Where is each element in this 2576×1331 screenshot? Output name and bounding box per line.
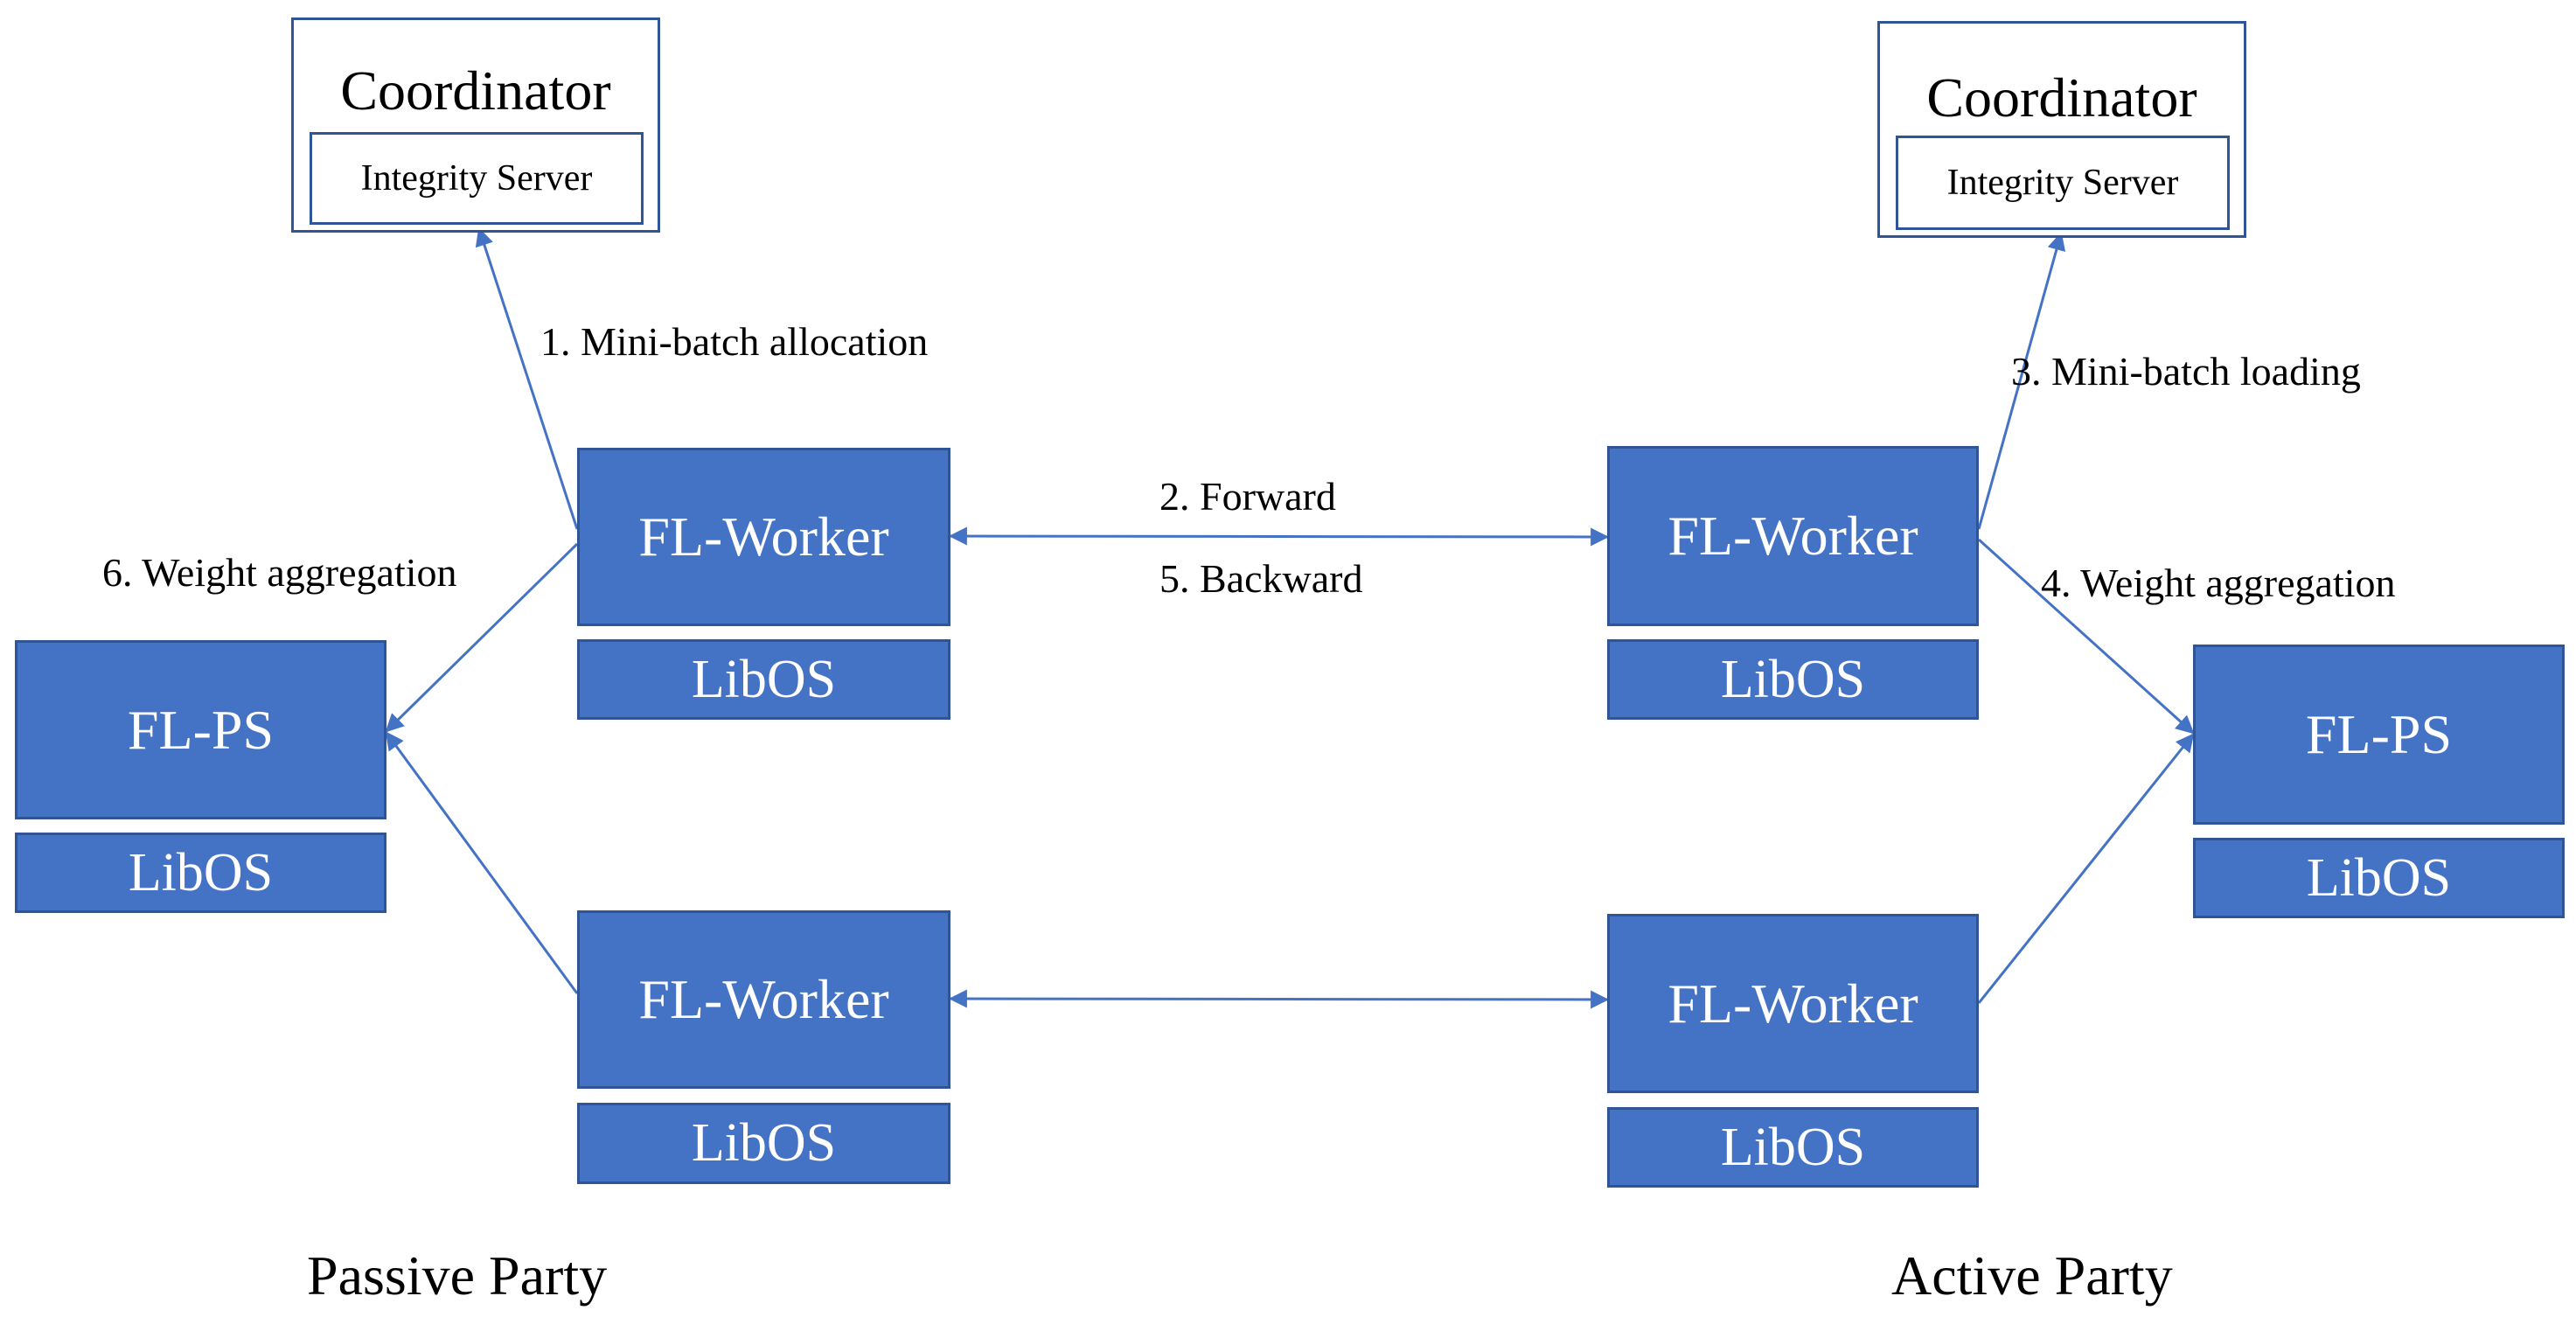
passive-fl-worker-bottom: FL-Worker	[577, 910, 950, 1089]
active-fl-worker-bottom: FL-Worker	[1607, 914, 1979, 1093]
arrow-passive-bottom-weight-aggregation	[385, 731, 579, 994]
passive-ps-libos: LibOS	[15, 833, 386, 913]
step-2-label: 2. Forward	[1159, 474, 1336, 519]
passive-fl-worker-top: FL-Worker	[577, 448, 950, 626]
active-ps-libos: LibOS	[2193, 838, 2565, 918]
arrow-forward-backward-bottom	[948, 989, 1610, 1009]
step-3-label: 3. Mini-batch loading	[2011, 349, 2361, 394]
step-5-label: 5. Backward	[1159, 556, 1363, 601]
passive-fl-ps: FL-PS	[15, 640, 386, 819]
arrow-mini-batch-allocation	[475, 227, 579, 530]
arrow-forward-backward-top	[948, 526, 1610, 547]
passive-coordinator: Coordinator Integrity Server	[291, 17, 660, 233]
passive-libos-top: LibOS	[577, 639, 950, 720]
passive-party-label: Passive Party	[307, 1244, 608, 1307]
active-coordinator-title: Coordinator	[1926, 66, 2197, 129]
active-integrity-server: Integrity Server	[1896, 136, 2230, 230]
arrow-passive-top-weight-aggregation	[385, 542, 579, 733]
step-6-label: 6. Weight aggregation	[102, 550, 457, 595]
active-libos-bottom: LibOS	[1607, 1107, 1979, 1188]
passive-coordinator-title: Coordinator	[340, 59, 611, 122]
arrow-active-top-weight-aggregation	[1977, 538, 2195, 735]
active-coordinator: Coordinator Integrity Server	[1877, 21, 2246, 238]
arrow-mini-batch-loading	[1977, 231, 2066, 530]
passive-integrity-server: Integrity Server	[310, 132, 644, 225]
active-fl-ps: FL-PS	[2193, 645, 2565, 825]
passive-libos-bottom: LibOS	[577, 1103, 950, 1184]
step-4-label: 4. Weight aggregation	[2041, 561, 2396, 605]
active-fl-worker-top: FL-Worker	[1607, 446, 1979, 626]
step-1-label: 1. Mini-batch allocation	[540, 319, 929, 364]
active-party-label: Active Party	[1891, 1244, 2173, 1307]
arrow-active-bottom-weight-aggregation	[1977, 733, 2195, 1004]
active-libos-top: LibOS	[1607, 639, 1979, 720]
